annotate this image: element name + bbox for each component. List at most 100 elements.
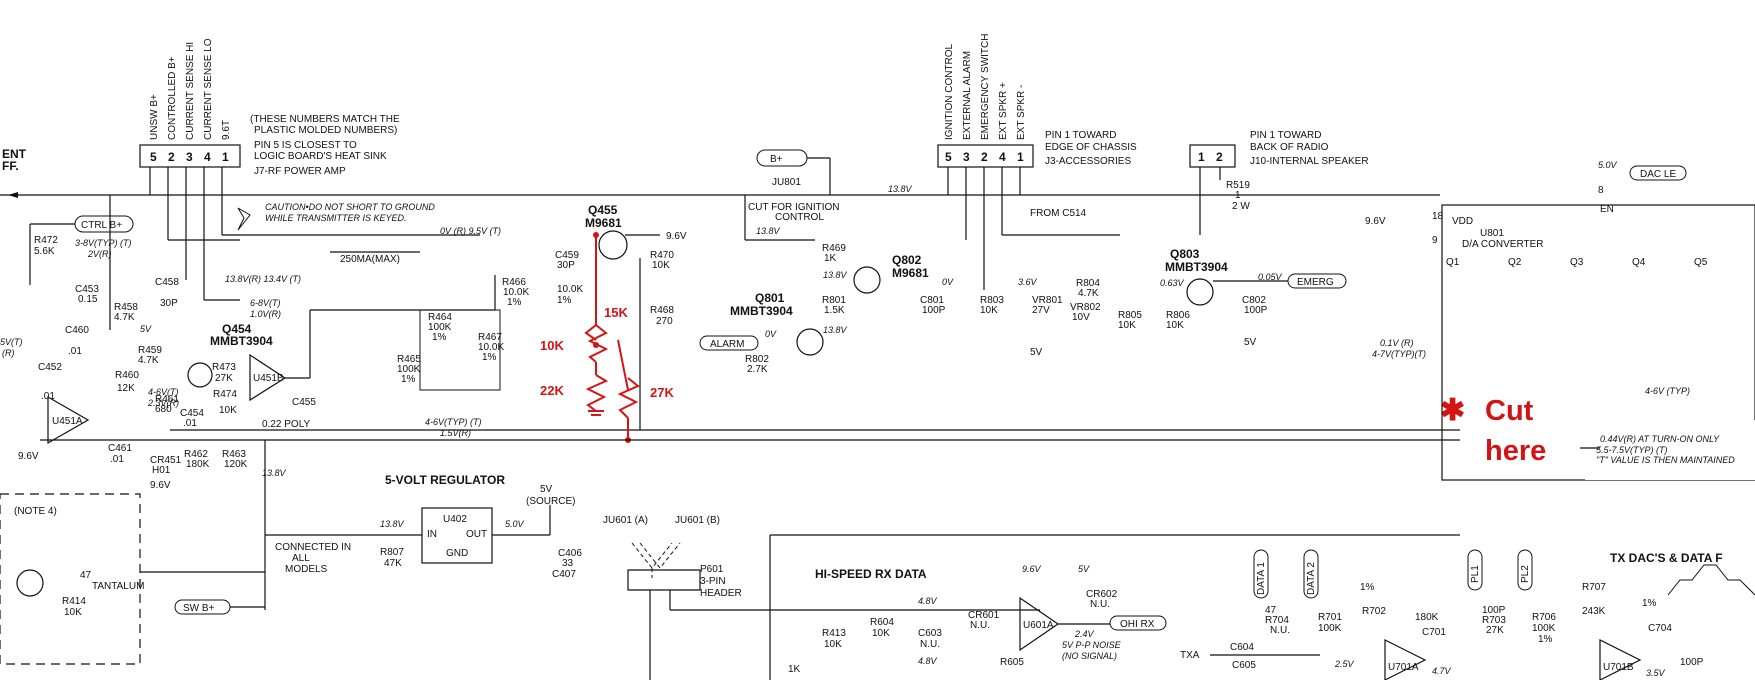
svg-text:180K: 180K — [186, 459, 210, 470]
svg-text:MODELS: MODELS — [285, 564, 328, 575]
svg-text:5.6K: 5.6K — [34, 246, 55, 257]
svg-text:C802: C802 — [1242, 295, 1266, 306]
cut-label: Cut — [1485, 395, 1534, 427]
svg-text:C604: C604 — [1230, 642, 1254, 653]
svg-text:13.8V: 13.8V — [823, 325, 848, 335]
svg-text:4: 4 — [999, 150, 1006, 164]
left-region: ENT FF. CTRL B+ R472 5.6K 3-8V(TYP) (T) … — [0, 147, 248, 491]
j7-pin: 1 — [222, 150, 229, 164]
svg-text:1: 1 — [1235, 190, 1241, 201]
svg-text:OUT: OUT — [466, 529, 487, 540]
svg-text:4.7K: 4.7K — [1078, 288, 1099, 299]
svg-text:2 W: 2 W — [1232, 201, 1250, 212]
tag-data1: DATA 1 — [1256, 562, 1267, 595]
svg-text:10K: 10K — [980, 305, 998, 316]
svg-text:R805: R805 — [1118, 310, 1142, 321]
svg-text:EN: EN — [1600, 204, 1614, 215]
svg-text:EMERGENCY SWITCH: EMERGENCY SWITCH — [980, 34, 991, 141]
svg-text:R701: R701 — [1318, 612, 1342, 623]
svg-text:100P: 100P — [1482, 605, 1506, 616]
svg-text:C455: C455 — [292, 397, 316, 408]
svg-text:27K: 27K — [1486, 625, 1504, 636]
svg-text:5V: 5V — [1244, 337, 1257, 348]
u601a-label: U601A — [1023, 620, 1054, 631]
tag-pl1: PL1 — [1470, 565, 1481, 583]
svg-text:R469: R469 — [822, 243, 846, 254]
svg-text:U801: U801 — [1480, 228, 1504, 239]
svg-text:1%: 1% — [482, 352, 497, 363]
svg-text:270: 270 — [656, 316, 673, 327]
svg-text:5: 5 — [945, 150, 952, 164]
svg-text:R806: R806 — [1166, 310, 1190, 321]
ju801-region: B+ JU801 CUT FOR IGNITION CONTROL 13.8V … — [744, 149, 913, 241]
svg-text:5V: 5V — [540, 484, 553, 495]
annotation-22k: 22K — [540, 383, 564, 398]
svg-text:D/A CONVERTER: D/A CONVERTER — [1462, 239, 1544, 250]
svg-text:1K: 1K — [788, 664, 801, 675]
svg-text:R466: R466 — [502, 277, 526, 288]
svg-text:4.8V: 4.8V — [918, 656, 938, 666]
svg-text:10K: 10K — [652, 260, 670, 271]
svg-text:4.7K: 4.7K — [114, 312, 135, 323]
svg-text:1%: 1% — [432, 332, 447, 343]
svg-text:4.7K: 4.7K — [138, 355, 159, 366]
svg-text:WHILE TRANSMITTER IS KEYED.: WHILE TRANSMITTER IS KEYED. — [265, 213, 407, 223]
svg-text:ENT: ENT — [2, 147, 27, 161]
svg-text:J3-ACCESSORIES: J3-ACCESSORIES — [1045, 156, 1131, 167]
tag-emerg: EMERG — [1297, 277, 1334, 288]
svg-text:CR451: CR451 — [150, 455, 182, 466]
svg-text:0V (R) 9.5V (T): 0V (R) 9.5V (T) — [440, 226, 501, 236]
svg-text:EXTERNAL ALARM: EXTERNAL ALARM — [962, 51, 973, 140]
svg-text:(NOTE 4): (NOTE 4) — [14, 506, 57, 517]
svg-text:9.6V: 9.6V — [666, 231, 687, 242]
svg-text:M9681: M9681 — [892, 266, 929, 280]
svg-text:1K: 1K — [824, 253, 837, 264]
svg-text:9: 9 — [1432, 235, 1438, 246]
svg-text:C461: C461 — [108, 443, 132, 454]
svg-text:R468: R468 — [650, 305, 674, 316]
svg-text:9.6V: 9.6V — [1365, 216, 1386, 227]
svg-text:N.U.: N.U. — [1090, 599, 1110, 610]
j7-signal: UNSW B+ — [149, 94, 160, 140]
u451a-label: U451A — [52, 416, 83, 427]
svg-text:R414: R414 — [62, 596, 86, 607]
svg-text:2V(R): 2V(R) — [87, 249, 112, 259]
u451b-label: U451B — [253, 373, 284, 384]
svg-text:Q2: Q2 — [1508, 257, 1522, 268]
svg-text:C458: C458 — [155, 277, 179, 288]
svg-text:R702: R702 — [1362, 606, 1386, 617]
tag-data2: DATA 2 — [1306, 562, 1317, 595]
svg-text:13.8V: 13.8V — [888, 184, 913, 194]
tag-dac-le: DAC LE — [1640, 169, 1676, 180]
j7-note: LOGIC BOARD'S HEAT SINK — [254, 151, 387, 162]
q455-region: CAUTION•DO NOT SHORT TO GROUND WHILE TRA… — [170, 202, 1460, 478]
svg-text:TXA: TXA — [1180, 650, 1200, 661]
svg-text:Q3: Q3 — [1570, 257, 1584, 268]
svg-text:C701: C701 — [1422, 627, 1446, 638]
svg-text:2.3V(R): 2.3V(R) — [147, 398, 179, 408]
svg-text:C453: C453 — [75, 284, 99, 295]
svg-text:0.63V: 0.63V — [1160, 278, 1185, 288]
svg-text:47: 47 — [1265, 605, 1277, 616]
j7-pin: 3 — [186, 150, 193, 164]
annotation-15k: 15K — [604, 305, 628, 320]
svg-text:3-8V(TYP) (T): 3-8V(TYP) (T) — [75, 238, 132, 248]
svg-text:0.1V (R): 0.1V (R) — [1380, 338, 1414, 348]
svg-text:R604: R604 — [870, 617, 894, 628]
svg-text:100P: 100P — [1680, 657, 1704, 668]
svg-text:33: 33 — [562, 558, 574, 569]
svg-text:1.0V(R): 1.0V(R) — [250, 309, 281, 319]
svg-text:C603: C603 — [918, 628, 942, 639]
svg-text:3.5V: 3.5V — [1646, 668, 1666, 678]
svg-text:R707: R707 — [1582, 582, 1606, 593]
svg-text:P601: P601 — [700, 564, 724, 575]
q80x-region: R469 1K 13.8V R801 1.5K 13.8V Q802 M9681… — [699, 243, 1347, 375]
note4-box: (NOTE 4) 47 TANTALUM R414 10K — [0, 493, 265, 665]
svg-text:FROM C514: FROM C514 — [1030, 208, 1087, 219]
svg-text:30P: 30P — [160, 298, 178, 309]
svg-text:13.8V: 13.8V — [380, 519, 405, 529]
voltage-regulator: 5-VOLT REGULATOR U402 IN OUT GND 13.8V 5… — [174, 440, 582, 615]
j7-pin: 4 — [204, 150, 211, 164]
svg-text:R473: R473 — [212, 362, 236, 373]
svg-text:9.6V: 9.6V — [18, 451, 39, 462]
